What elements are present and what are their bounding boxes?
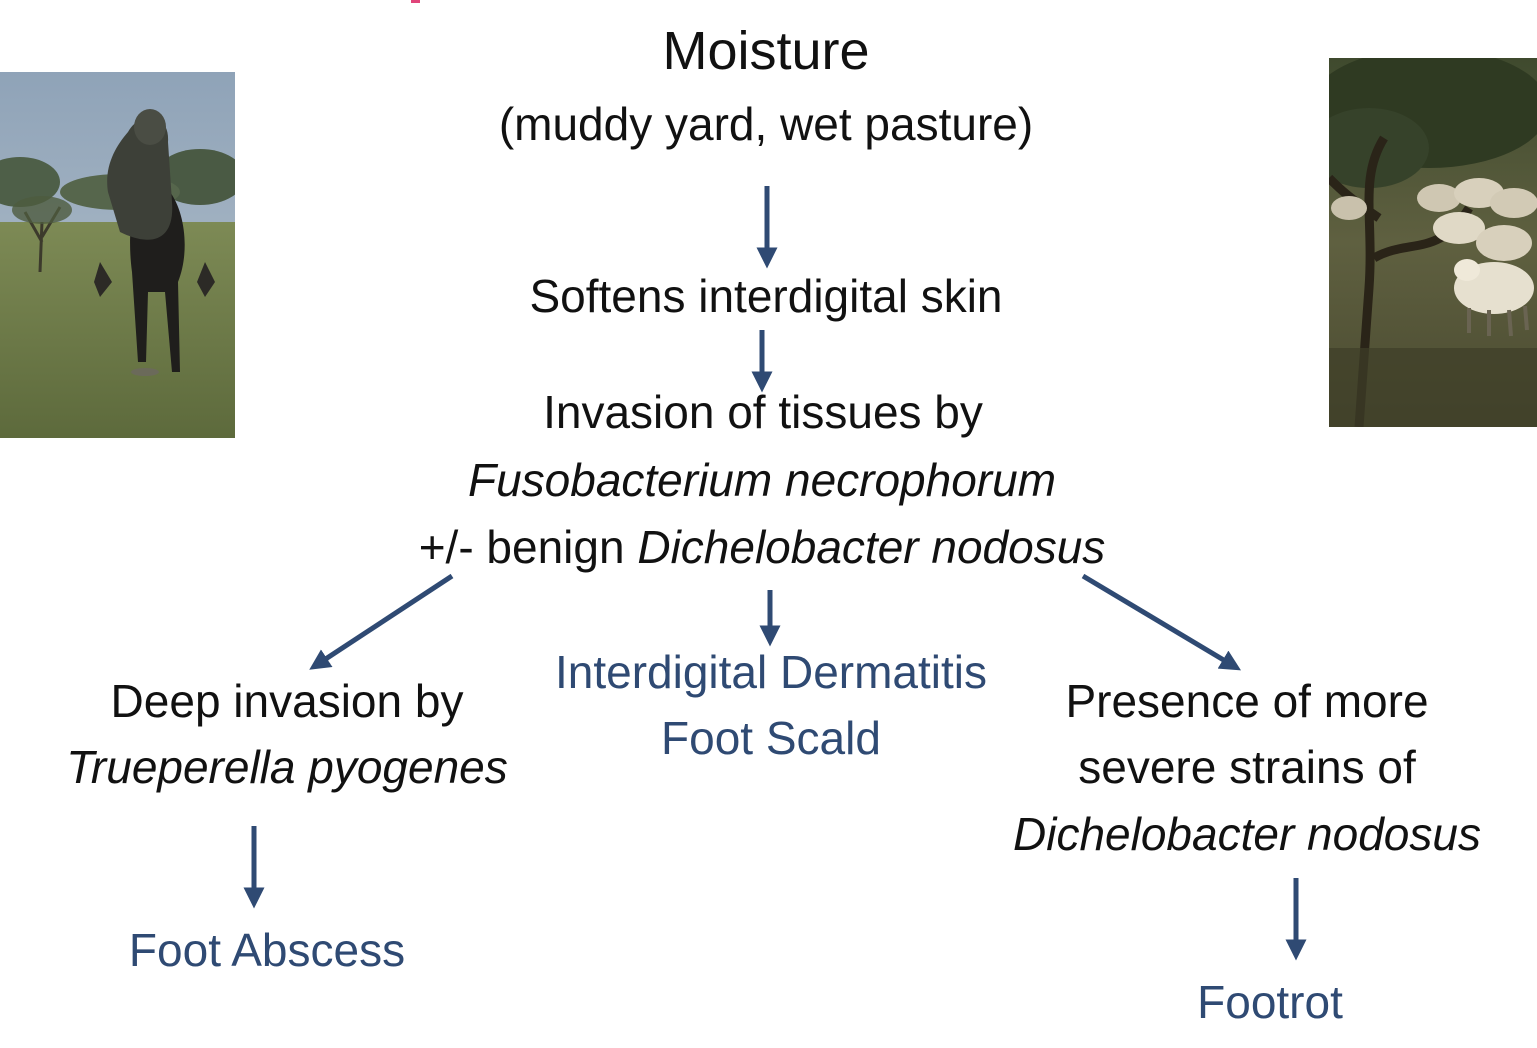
left-branch-line-2: Trueperella pyogenes — [66, 741, 508, 793]
moisture-subtitle: (muddy yard, wet pasture) — [498, 98, 1034, 150]
right-branch-line-3: Dichelobacter nodosus — [1013, 808, 1481, 860]
foot-abscess-outcome: Foot Abscess — [128, 924, 406, 976]
title-accent-mark — [411, 0, 420, 3]
right-branch-line-1: Presence of more — [1065, 675, 1429, 727]
middle-branch-line-1: Interdigital Dermatitis — [554, 646, 988, 698]
arrow-invasion-to-right — [1081, 573, 1242, 671]
foot-scald-outcome: Foot Scald — [661, 712, 881, 764]
right-branch-line-2: severe strains of — [1078, 741, 1416, 793]
invasion-line-3-species: Dichelobacter nodosus — [637, 521, 1106, 573]
moisture-title: Moisture — [662, 21, 870, 81]
invasion-line-3-plain: +/- benign — [418, 521, 638, 573]
invasion-line-3: +/- benign Dichelobacter nodosus — [419, 521, 1106, 574]
left-branch-line-1: Deep invasion by — [110, 675, 464, 727]
softens-skin-label: Softens interdigital skin — [529, 270, 1003, 322]
arrow-invasion-to-left — [309, 573, 454, 670]
invasion-line-1: Invasion of tissues by — [543, 386, 983, 438]
photo-rider-in-rain — [0, 72, 235, 438]
footrot-outcome: Footrot — [1197, 976, 1343, 1028]
photo-sheep-under-tree — [1329, 58, 1537, 427]
invasion-line-2: Fusobacterium necrophorum — [467, 454, 1057, 506]
